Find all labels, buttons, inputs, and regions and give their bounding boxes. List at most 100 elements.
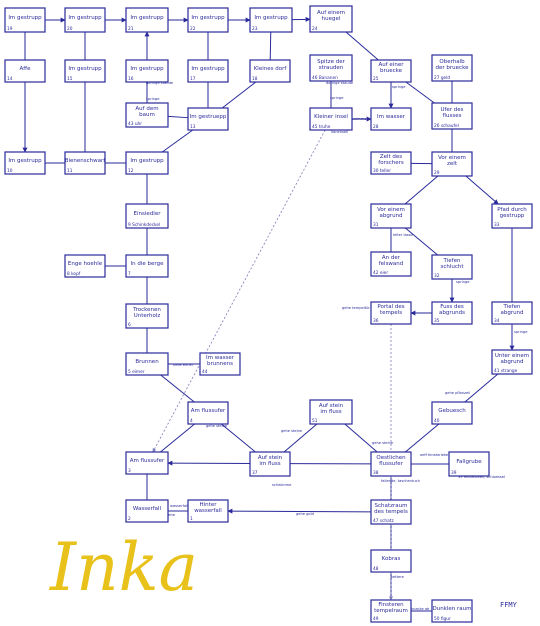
location-label: brunnens xyxy=(207,361,233,367)
location-label: An der xyxy=(382,255,401,261)
location-label: Unterholz xyxy=(134,313,161,319)
location-box xyxy=(64,254,106,278)
edge-label-e_gehe_steine2: gehe steine xyxy=(281,429,303,433)
location-number: 49 xyxy=(373,616,379,622)
edge-n43-n13 xyxy=(167,115,189,119)
location-box xyxy=(309,54,353,82)
location-number: 34 xyxy=(494,318,500,324)
edge-label-e_gehe_steine1: gehe steine xyxy=(206,424,228,428)
location-box xyxy=(431,254,473,280)
edge-label-e_springe2: springe xyxy=(330,96,344,100)
edge-n51-n38 xyxy=(344,423,378,453)
location-label: der bruecke xyxy=(436,65,470,71)
location-label: schlucht xyxy=(440,264,464,270)
location-box xyxy=(187,499,229,523)
location-number: 2 xyxy=(128,516,131,522)
location-number: 13 xyxy=(190,124,196,130)
location-box xyxy=(370,203,412,229)
location-label: Brunnen xyxy=(135,359,159,365)
location-label: Pfad durch xyxy=(497,207,527,213)
location-label: Auf stein xyxy=(319,403,344,409)
edge-n29-n33 xyxy=(465,175,499,205)
location-label: Dunklen raum xyxy=(432,606,471,612)
location-label: Tiefen xyxy=(443,258,461,264)
location-label: forschers xyxy=(378,160,404,166)
location-box xyxy=(431,151,473,177)
edge-n24-n25 xyxy=(345,31,379,61)
location-label: abgrund xyxy=(379,213,402,219)
location-label: Im gestrupp xyxy=(191,15,225,21)
location-label: huegel xyxy=(322,16,341,22)
edge-label-e_dornige2: dornige staude xyxy=(326,81,354,85)
location-number: 8 kopf xyxy=(67,271,81,277)
location-label: des tempels xyxy=(374,509,408,515)
location-number: 15 xyxy=(67,76,73,82)
location-label: Auf einem xyxy=(317,10,345,16)
location-label: Im gestrupp xyxy=(254,15,288,21)
location-number: 30 teller xyxy=(373,168,391,174)
location-box xyxy=(4,7,46,33)
location-box xyxy=(309,399,353,425)
location-box xyxy=(431,599,473,623)
edge-label-e_schwimme: schwimme xyxy=(347,117,367,121)
location-number: 37 xyxy=(252,470,258,476)
location-label: Im gestrupp xyxy=(130,15,164,21)
location-number: 40 xyxy=(434,418,440,424)
location-label: Am flussufer xyxy=(130,458,165,464)
location-number: 26 schaufel xyxy=(434,123,459,129)
edge-n25-n26 xyxy=(405,81,435,104)
location-number: 20 xyxy=(67,26,73,32)
location-box xyxy=(370,107,412,131)
edge-label-e_leiter: leiter lasso xyxy=(393,233,413,237)
location-label: Kobras xyxy=(382,556,401,562)
location-box xyxy=(249,451,291,477)
location-box xyxy=(187,7,229,33)
location-box xyxy=(187,59,229,83)
location-label: Im wasser xyxy=(377,114,406,120)
location-label: In die berge xyxy=(131,261,165,267)
location-label: Im gestrupp xyxy=(8,15,42,21)
location-label: zelt xyxy=(447,161,458,167)
location-label: Im gestrupp xyxy=(130,158,164,164)
location-label: im fluss xyxy=(320,409,341,415)
edge-n45-n3 xyxy=(152,129,326,453)
location-label: im fluss xyxy=(259,461,280,467)
location-label: Spitze der xyxy=(317,59,346,65)
location-box xyxy=(370,499,412,525)
location-number: 24 xyxy=(312,26,318,32)
location-label: flusses xyxy=(443,113,462,119)
location-label: Vor einem xyxy=(377,207,405,213)
location-box xyxy=(125,203,169,229)
location-label: flussufer xyxy=(379,461,403,467)
location-number: 36 xyxy=(373,318,379,324)
location-label: Finsteren xyxy=(378,602,404,608)
location-box xyxy=(370,59,412,83)
location-box xyxy=(64,151,106,175)
location-label: Am flussufer xyxy=(191,408,226,414)
location-number: 32 xyxy=(434,273,440,279)
edge-n4-n37 xyxy=(221,423,256,453)
edge-label-e_gehe: gehe xyxy=(166,513,176,517)
edge-label-e_schwimme2: schwimme xyxy=(272,483,292,487)
